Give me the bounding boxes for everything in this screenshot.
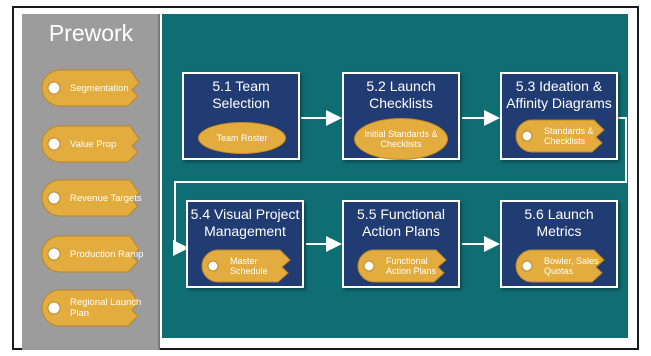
key-icon [41,69,140,107]
prework-item-label: Value Prop [70,138,117,150]
step-title: 5.5 Functional Action Plans [357,206,445,239]
key-icon [41,289,140,327]
prework-item-label: Revenue Targets [70,192,142,204]
prework-key-segmentation: Segmentation [40,68,146,108]
key-icon [515,119,605,153]
step-title: 5.6 Launch Metrics [524,206,594,239]
step-key: Standards & Checklists [514,118,610,154]
prework-item-label: Regional Launch Plan [70,297,142,319]
step-key-label: Master Schedule [230,255,268,277]
step-5-4-box: 5.4 Visual Project Management Master Sch… [186,200,304,288]
step-5-2-box: 5.2 Launch Checklists Initial Standards … [342,72,460,160]
step-key-label: Standards & Checklists [544,125,594,147]
prework-key-regional-launch-plan: Regional Launch Plan [40,288,146,328]
key-icon [357,249,447,283]
step-5-3-box: 5.3 Ideation & Affinity Diagrams Standar… [500,72,618,160]
key-icon [201,249,291,283]
step-title: 5.4 Visual Project Management [190,206,300,239]
prework-item-label: Production Ramp [70,248,144,260]
step-key: Master Schedule [200,248,296,284]
key-icon [41,179,140,217]
key-icon [515,249,605,283]
step-5-1-box: 5.1 Team Selection Team Roster [182,72,300,160]
prework-title: Prework [48,20,134,46]
step-key-label: Functional Action Plans [386,255,437,277]
arrow-5-3-to-5-4 [173,117,627,256]
prework-key-production-ramp: Production Ramp [40,234,146,274]
step-5-5-box: 5.5 Functional Action Plans Functional A… [342,200,460,288]
prework-item-label: Segmentation [70,82,129,94]
key-icon [41,125,140,163]
prework-key-value-prop: Value Prop [40,124,146,164]
prework-key-revenue-targets: Revenue Targets [40,178,146,218]
step-title: 5.3 Ideation & Affinity Diagrams [506,78,612,111]
team-roster-oval: Team Roster [198,122,286,154]
step-5-6-box: 5.6 Launch Metrics Bowler, Sales Quotas [500,200,618,288]
step-title: 5.1 Team Selection [212,78,270,111]
step-key: Bowler, Sales Quotas [514,248,610,284]
step-key-label: Bowler, Sales Quotas [544,255,599,277]
standards-checklists-oval: Initial Standards & Checklists [354,118,448,160]
step-key: Functional Action Plans [356,248,452,284]
step-title: 5.2 Launch Checklists [366,78,436,111]
key-icon [41,235,140,273]
